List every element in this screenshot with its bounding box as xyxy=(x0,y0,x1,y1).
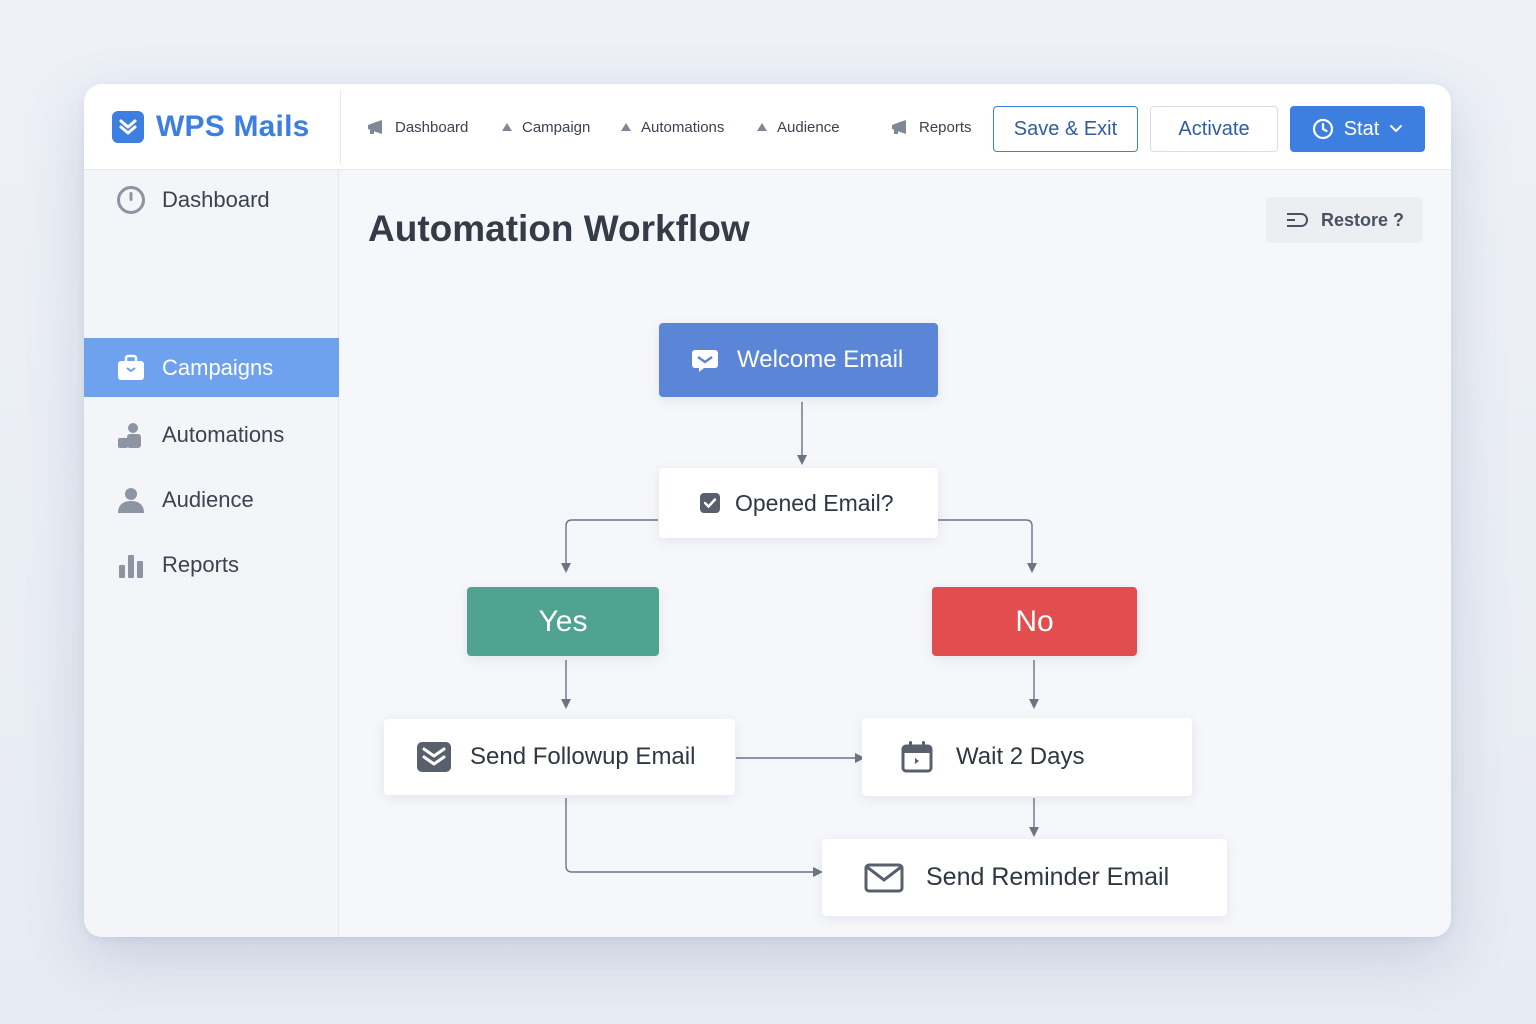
brand-name: WPS Mails xyxy=(156,110,310,143)
sidebar-item-campaigns[interactable]: Campaigns xyxy=(84,338,339,397)
users-icon xyxy=(116,420,146,450)
yes-branch-node[interactable]: Yes xyxy=(467,587,659,656)
topnav-item-reports[interactable]: Reports xyxy=(890,84,972,170)
node-label: Send Followup Email xyxy=(470,743,696,770)
sidebar: Dashboard Campaigns Automations Audience… xyxy=(84,170,339,937)
topnav-label: Campaign xyxy=(522,118,591,136)
sidebar-item-label: Reports xyxy=(162,551,240,577)
send-reminder-email-node[interactable]: Send Reminder Email xyxy=(822,839,1227,916)
node-label: Send Reminder Email xyxy=(926,863,1170,891)
sidebar-item-label: Dashboard xyxy=(162,186,270,212)
sidebar-item-reports[interactable]: Reports xyxy=(84,535,339,594)
megaphone-icon xyxy=(366,119,386,135)
clock-icon xyxy=(116,185,146,215)
user-icon xyxy=(116,485,146,515)
topnav-item-audience[interactable]: Audience xyxy=(756,84,840,170)
chevron-down-icon xyxy=(1389,124,1403,134)
sidebar-item-automations[interactable]: Automations xyxy=(84,405,339,464)
topnav-label: Audience xyxy=(777,118,840,136)
sidebar-item-audience[interactable]: Audience xyxy=(84,470,339,529)
clock-icon xyxy=(1312,118,1334,140)
topnav-label: Automations xyxy=(641,118,725,136)
send-followup-email-node[interactable]: Send Followup Email xyxy=(384,719,735,795)
briefcase-icon xyxy=(116,353,146,383)
activate-button[interactable]: Activate xyxy=(1150,106,1278,152)
sidebar-item-label: Automations xyxy=(162,421,285,447)
page-title: Automation Workflow xyxy=(368,208,750,249)
brand-logo-icon xyxy=(112,111,144,143)
triangle-icon xyxy=(620,122,632,132)
node-label: Opened Email? xyxy=(735,489,894,516)
wait-2-days-node[interactable]: Wait 2 Days xyxy=(862,718,1192,796)
welcome-email-node[interactable]: Welcome Email xyxy=(659,323,938,397)
topnav-item-dashboard[interactable]: Dashboard xyxy=(366,84,468,170)
stat-label: Stat xyxy=(1343,117,1380,140)
triangle-icon xyxy=(501,122,513,132)
brand[interactable]: WPS Mails xyxy=(112,84,340,170)
app-window: WPS Mails Dashboard Campaign Automatio xyxy=(84,84,1451,937)
checkbox-icon xyxy=(699,492,721,514)
calendar-icon xyxy=(900,740,934,774)
node-label: Wait 2 Days xyxy=(956,743,1085,770)
sidebar-item-dashboard[interactable]: Dashboard xyxy=(84,170,339,229)
main-content: Automation Workflow Restore ? xyxy=(340,170,1451,937)
envelope-icon xyxy=(864,863,904,893)
topnav-label: Dashboard xyxy=(395,118,469,136)
stat-button[interactable]: Stat xyxy=(1290,106,1425,152)
email-icon xyxy=(691,347,719,373)
restore-button[interactable]: Restore ? xyxy=(1266,197,1423,243)
no-branch-node[interactable]: No xyxy=(932,587,1137,656)
sidebar-item-label: Audience xyxy=(162,486,254,512)
redo-icon xyxy=(1285,212,1309,228)
triangle-icon xyxy=(756,122,768,132)
divider xyxy=(340,90,341,164)
restore-label: Restore ? xyxy=(1320,209,1405,230)
save-exit-button[interactable]: Save & Exit xyxy=(993,106,1138,152)
topnav-label: Reports xyxy=(919,118,972,136)
topnav-item-automations[interactable]: Automations xyxy=(620,84,724,170)
node-label: Welcome Email xyxy=(737,346,904,373)
opened-email-condition-node[interactable]: Opened Email? xyxy=(659,468,938,538)
top-bar: WPS Mails Dashboard Campaign Automatio xyxy=(84,84,1451,170)
email-icon xyxy=(416,741,452,773)
topnav-item-campaign[interactable]: Campaign xyxy=(501,84,590,170)
megaphone-icon xyxy=(890,119,910,135)
bar-chart-icon xyxy=(116,550,146,580)
sidebar-item-label: Campaigns xyxy=(162,354,274,380)
